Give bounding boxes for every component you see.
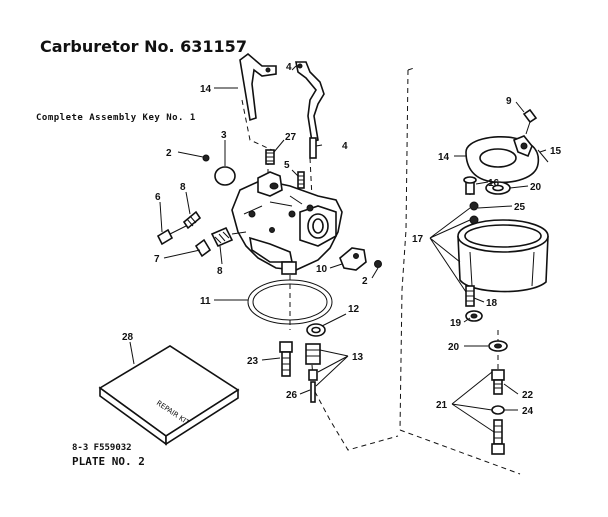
- callout-4-top: 4: [286, 62, 292, 73]
- callout-6: 6: [155, 192, 161, 203]
- callout-27: 27: [285, 132, 297, 143]
- throttle-plate-screw-part: [202, 154, 210, 162]
- assembly-key-note: Complete Assembly Key No. 1: [36, 113, 196, 123]
- bowl-gasket-11-part: [247, 279, 333, 325]
- drawing-code: 8-3 F559032: [72, 443, 132, 453]
- washer-20b-part: [488, 340, 508, 352]
- idle-screw-7-part: [194, 226, 247, 258]
- callout-11: 11: [200, 296, 211, 307]
- spring-8a-part: [182, 210, 202, 230]
- callout-17: 17: [412, 234, 424, 245]
- callout-14-left: 14: [200, 84, 212, 95]
- screw-9-part: [522, 108, 538, 135]
- leader-lines: [129, 65, 547, 433]
- callout-15: 15: [550, 146, 562, 157]
- repair-kit-28-part: REPAIR KIT: [98, 345, 240, 446]
- callout-numbers: 14 4 3 27 4 2 5 8 6 7 8 10 2 11 12 28 23…: [122, 62, 562, 417]
- plate-number: PLATE NO. 2: [72, 455, 145, 468]
- callout-10: 10: [316, 264, 328, 275]
- callout-8-upper: 8: [180, 182, 186, 193]
- throttle-lever-part: [239, 52, 277, 122]
- bowl-cover-14-part: [465, 135, 540, 184]
- washer-24-part: [491, 405, 505, 415]
- needle-valve-6-part: [156, 225, 187, 246]
- callout-21: 21: [436, 400, 448, 411]
- callout-2-lower: 2: [362, 276, 368, 287]
- callout-20-lower: 20: [448, 342, 460, 353]
- carburetor-body-part: [231, 171, 343, 275]
- diagram-title: Carburetor No. 631157: [40, 37, 247, 56]
- callout-24: 24: [522, 406, 534, 417]
- spring-18-part: [465, 285, 475, 307]
- callout-5: 5: [284, 160, 290, 171]
- callout-18: 18: [486, 298, 498, 309]
- callout-26: 26: [286, 390, 298, 401]
- drain-screw-22-part: [491, 369, 505, 395]
- callout-7: 7: [154, 254, 160, 265]
- callout-22: 22: [522, 390, 534, 401]
- seat-21-part: [491, 419, 505, 455]
- choke-lever-part: [295, 61, 325, 144]
- screw-16-part: [463, 176, 477, 195]
- washer-12-part: [306, 323, 326, 337]
- callout-13: 13: [352, 352, 364, 363]
- callout-20-upper: 20: [530, 182, 542, 193]
- callout-3: 3: [221, 130, 227, 141]
- spring-5-part: [297, 171, 305, 189]
- washer-20a-part: [485, 181, 511, 195]
- callout-12: 12: [348, 304, 360, 315]
- callout-9: 9: [506, 96, 512, 107]
- callout-4-shaft: 4: [342, 141, 348, 152]
- throttle-plate-part: [214, 166, 236, 186]
- main-nozzle-23-part: [279, 341, 293, 377]
- callout-23: 23: [247, 356, 259, 367]
- spring-27-part: [265, 149, 275, 165]
- washer-19-part: [465, 310, 483, 322]
- callout-8-lower: 8: [217, 266, 223, 277]
- callout-19: 19: [450, 318, 462, 329]
- float-bowl-part: [457, 219, 549, 293]
- pin-15-part: [537, 149, 549, 163]
- callout-16: 16: [488, 178, 500, 189]
- screw-2b-part: [374, 260, 382, 268]
- callout-14-right: 14: [438, 152, 450, 163]
- callout-28: 28: [122, 332, 134, 343]
- bracket-10-part: [339, 247, 367, 271]
- choke-shaft-part: [309, 137, 317, 159]
- needle-seat-13-part: [305, 343, 321, 403]
- bowl-screw-25-part: [469, 201, 479, 225]
- callout-2-upper: 2: [166, 148, 172, 159]
- callout-25: 25: [514, 202, 526, 213]
